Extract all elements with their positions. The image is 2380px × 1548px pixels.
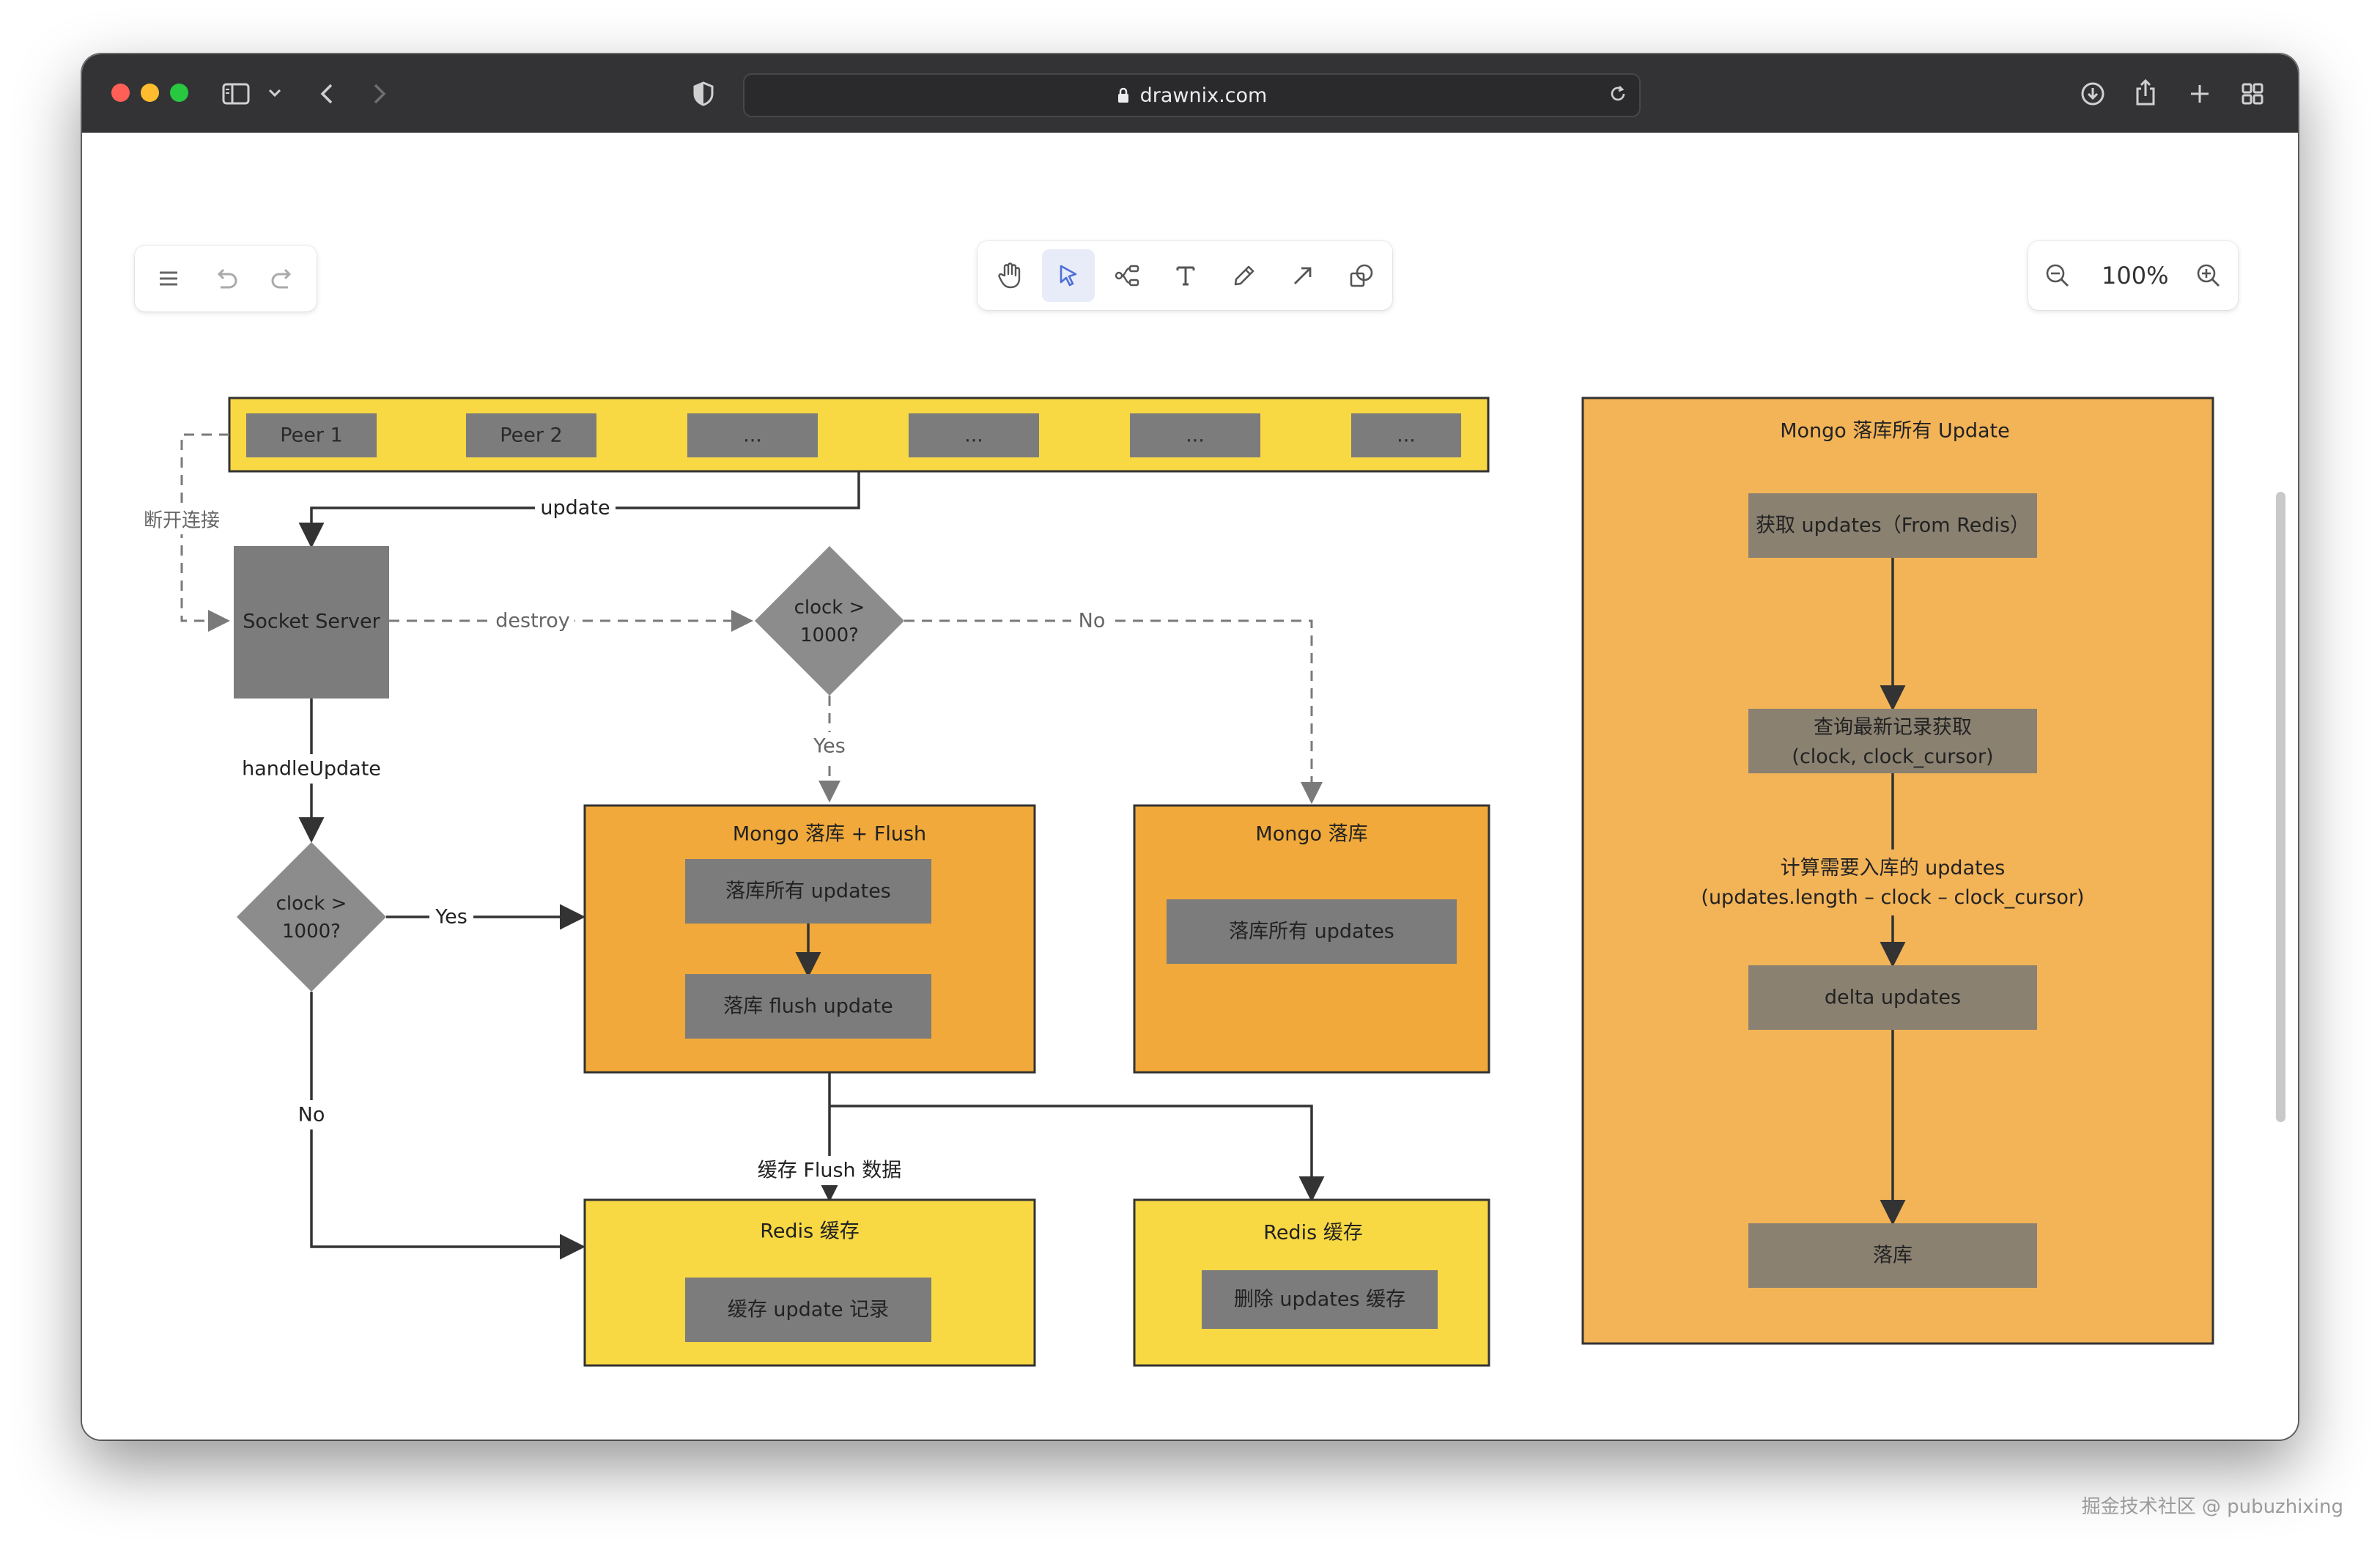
edge-no-left[interactable] (310, 992, 585, 1260)
select-tool-icon[interactable] (1042, 249, 1095, 302)
edge-yes-left-label: Yes (435, 906, 468, 929)
zoom-out-icon[interactable] (2031, 249, 2084, 302)
hand-tool-icon[interactable] (983, 249, 1036, 302)
mongo-all-step2-box[interactable] (1748, 709, 2037, 773)
redis-cache-left-item-label: 缓存 update 记录 (728, 1299, 889, 1322)
watermark-text: 掘金技术社区 @ pubuzhixing (2081, 1496, 2343, 1518)
lock-icon (1117, 86, 1130, 104)
edge-disconnect-label: 断开连接 (144, 510, 220, 532)
redo-icon[interactable] (256, 252, 309, 305)
edge-update-label: update (540, 497, 610, 520)
menu-icon[interactable] (142, 252, 195, 305)
mongo-all-group[interactable]: Mongo 落库所有 Update 获取 updates（From Redis）… (1581, 397, 2214, 1345)
edge-cache-flush-label: 缓存 Flush 数据 (758, 1160, 902, 1182)
peer-2-label: Peer 2 (500, 424, 562, 447)
socket-server-node[interactable] (234, 546, 389, 699)
mongo-persist-title: Mongo 落库 (1255, 823, 1367, 846)
peer-6-label: ... (1397, 424, 1416, 447)
mongo-persist-item-box[interactable] (1167, 899, 1457, 964)
mongo-all-step2-label: 查询最新记录获取(clock, clock_cursor) (1792, 716, 1993, 768)
peer-6-box[interactable] (1351, 413, 1461, 457)
download-icon[interactable] (2078, 79, 2107, 108)
mind-map-tool-icon[interactable] (1101, 249, 1153, 302)
mongo-flush-group[interactable]: Mongo 落库 + Flush 落库所有 updates 落库 flush u… (583, 804, 1036, 1074)
peer-3-label: ... (743, 424, 762, 447)
peer-5-label: ... (1186, 424, 1205, 447)
peer-4-box[interactable] (909, 413, 1039, 457)
peer-1-label: Peer 1 (280, 424, 342, 447)
diagram-board[interactable]: Peer 1 Peer 2 ... ... ... ... update 断开连… (82, 133, 2298, 1440)
shield-icon[interactable] (690, 79, 717, 108)
zoom-window-button[interactable] (170, 84, 188, 102)
pen-tool-icon[interactable] (1218, 249, 1271, 302)
decision-left-diamond[interactable] (237, 842, 386, 992)
redis-cache-right-item-label: 删除 updates 缓存 (1234, 1289, 1405, 1311)
mongo-flush-item2-box[interactable] (685, 974, 931, 1039)
app-menu-panel (135, 246, 317, 312)
browser-window: drawnix.com (82, 54, 2298, 1440)
drawnix-canvas-page[interactable]: 100% (82, 133, 2298, 1440)
peers-container[interactable] (228, 397, 1490, 473)
mongo-flush-item1-box[interactable] (685, 859, 931, 924)
redis-cache-right-group[interactable]: Redis 缓存 删除 updates 缓存 (1133, 1198, 1490, 1367)
decision-left-label: clock >1000? (276, 893, 347, 943)
zoom-panel: 100% (2028, 241, 2238, 310)
chevron-down-icon[interactable] (265, 84, 284, 103)
mongo-all-step4-label: 落库 (1873, 1245, 1912, 1267)
browser-titlebar: drawnix.com (82, 54, 2298, 133)
sidebar-icon[interactable] (221, 79, 251, 108)
share-icon[interactable] (2131, 76, 2160, 108)
edge-delete-cache[interactable] (829, 1105, 1325, 1202)
redis-cache-left-title: Redis 缓存 (760, 1220, 859, 1243)
peer-3-box[interactable] (687, 413, 818, 457)
mongo-all-step1-label: 获取 updates（From Redis） (1756, 515, 2030, 537)
forward-icon[interactable] (366, 79, 393, 108)
minimize-window-button[interactable] (141, 84, 159, 102)
close-window-button[interactable] (111, 84, 130, 102)
peers-group[interactable]: Peer 1 Peer 2 ... ... ... ... (228, 397, 1490, 473)
redis-cache-left-item-box[interactable] (685, 1278, 931, 1342)
undo-icon[interactable] (199, 252, 252, 305)
address-bar[interactable]: drawnix.com (743, 73, 1641, 117)
peer-2-box[interactable] (466, 413, 596, 457)
drawing-toolbar (978, 241, 1392, 310)
mongo-persist-group[interactable]: Mongo 落库 落库所有 updates (1133, 804, 1490, 1074)
redis-cache-right-item-box[interactable] (1202, 1270, 1438, 1329)
decision-top-label: clock >1000? (794, 597, 865, 646)
edge-destroy-label: destroy (495, 610, 569, 633)
edge-handle-update-label: handleUpdate (242, 758, 381, 781)
decision-top-diamond[interactable] (755, 546, 904, 696)
mongo-all-step4-box[interactable] (1748, 1223, 2037, 1288)
peer-1-box[interactable] (246, 413, 377, 457)
peer-4-label: ... (964, 424, 983, 447)
edge-no-left-label: No (298, 1104, 325, 1127)
edge-yes-top-label: Yes (813, 735, 846, 758)
new-tab-icon[interactable] (2185, 79, 2214, 108)
zoom-in-icon[interactable] (2182, 249, 2235, 302)
socket-server-label: Socket Server (243, 611, 380, 633)
peer-5-box[interactable] (1130, 413, 1260, 457)
tab-overview-icon[interactable] (2238, 79, 2267, 108)
mongo-persist-item-label: 落库所有 updates (1229, 921, 1394, 943)
mongo-all-step1-box[interactable] (1748, 493, 2037, 558)
edge-no-top[interactable] (904, 619, 1323, 804)
shape-tool-icon[interactable] (1335, 249, 1388, 302)
reload-icon[interactable] (1606, 82, 1630, 106)
mongo-flush-item1-label: 落库所有 updates (725, 880, 891, 903)
mongo-all-step3-label: delta updates (1825, 987, 1961, 1009)
arrow-tool-icon[interactable] (1276, 249, 1329, 302)
redis-cache-right-title: Redis 缓存 (1263, 1222, 1362, 1245)
back-icon[interactable] (314, 79, 340, 108)
mongo-all-step3-box[interactable] (1748, 965, 2037, 1030)
edge-no-top-label: No (1079, 610, 1106, 633)
mongo-all-title: Mongo 落库所有 Update (1780, 420, 2010, 443)
redis-cache-left-group[interactable]: Redis 缓存 缓存 update 记录 (583, 1198, 1036, 1367)
mongo-flush-title: Mongo 落库 + Flush (733, 823, 926, 846)
zoom-level[interactable]: 100% (2102, 262, 2169, 290)
vertical-scrollbar[interactable] (2276, 492, 2285, 1122)
text-tool-icon[interactable] (1159, 249, 1212, 302)
mongo-flush-item2-label: 落库 flush update (723, 995, 893, 1018)
url-text: drawnix.com (1139, 84, 1268, 107)
mongo-all-compute-label: 计算需要入库的 updates(updates.length – clock –… (1701, 857, 2084, 909)
